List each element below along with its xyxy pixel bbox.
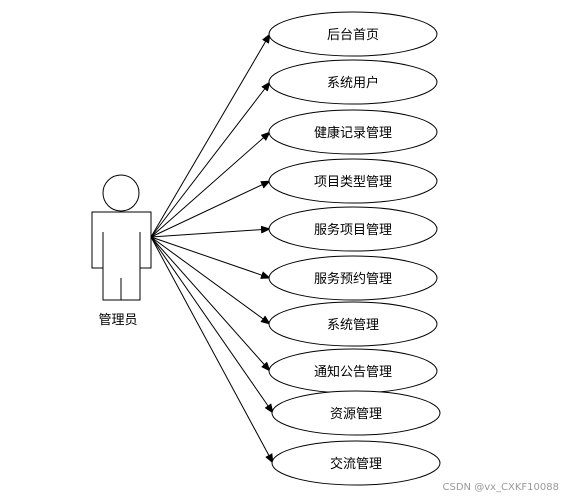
use-case-ellipse: [268, 206, 438, 252]
association-arrow: [150, 180, 271, 238]
association-arrow: [150, 131, 271, 238]
use-case: 健康记录管理: [268, 109, 438, 155]
association-arrow: [150, 236, 274, 464]
use-case-label: 后台首页: [327, 28, 379, 43]
use-case-list: 后台首页系统用户健康记录管理项目类型管理服务项目管理服务预约管理系统管理通知公告…: [268, 11, 441, 486]
association-arrow: [150, 236, 271, 325]
use-case-label: 系统用户: [327, 75, 379, 91]
use-case: 系统用户: [268, 59, 438, 105]
association-arrow: [150, 33, 271, 238]
association-arrow: [150, 236, 274, 414]
use-case-ellipse: [268, 301, 438, 347]
association-arrow: [150, 236, 271, 279]
use-case-label: 系统管理: [327, 318, 379, 333]
use-case-ellipse: [268, 158, 438, 204]
association-arrow: [150, 236, 271, 372]
watermark: CSDN @vx_CXKF10088: [443, 482, 559, 493]
use-case-label: 通知公告管理: [314, 364, 392, 380]
use-case: 资源管理: [271, 390, 441, 436]
use-case-ellipse: [268, 11, 438, 57]
use-case-label: 交流管理: [330, 456, 382, 472]
association-arrows: [150, 33, 274, 464]
actor-body: [91, 211, 152, 301]
use-case-ellipse: [268, 59, 438, 105]
use-case-label: 服务项目管理: [314, 222, 392, 238]
association-arrow: [150, 81, 271, 238]
use-case: 后台首页: [268, 11, 438, 57]
use-case: 服务项目管理: [268, 206, 438, 252]
use-case-label: 项目类型管理: [314, 175, 392, 190]
actor-label: 管理员: [98, 313, 137, 328]
actor-figure: 管理员: [91, 174, 152, 328]
use-case-ellipse: [268, 109, 438, 155]
use-case-ellipse: [271, 440, 441, 486]
use-case-ellipse: [268, 255, 438, 301]
use-case: 项目类型管理: [268, 158, 438, 204]
use-case: 系统管理: [268, 301, 438, 347]
use-case-label: 服务预约管理: [314, 271, 392, 287]
use-case: 通知公告管理: [268, 348, 438, 394]
association-arrow: [150, 225, 271, 238]
actor-head: [102, 174, 140, 212]
use-case: 服务预约管理: [268, 255, 438, 301]
use-case-ellipse: [271, 390, 441, 436]
use-case-label: 资源管理: [330, 407, 382, 422]
use-case-label: 健康记录管理: [314, 125, 392, 141]
use-case: 交流管理: [271, 440, 441, 486]
